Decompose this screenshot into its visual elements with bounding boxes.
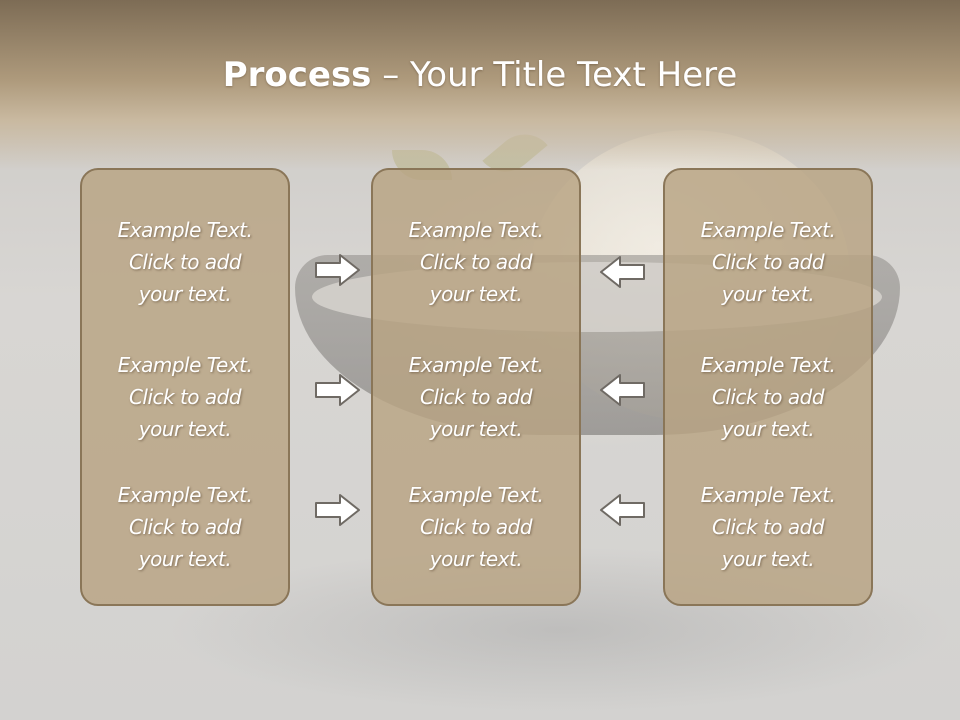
slide-title[interactable]: Process – Your Title Text Here — [0, 52, 960, 98]
text-line: Click to add — [419, 385, 533, 409]
text-line: your text. — [138, 417, 232, 441]
title-bold: Process — [222, 55, 372, 95]
process-panel-left[interactable]: Example Text. Click to add your text. Ex… — [80, 168, 290, 606]
text-line: Example Text. — [117, 483, 253, 507]
text-line: Click to add — [711, 250, 825, 274]
text-line: Click to add — [419, 515, 533, 539]
right-arrow-icon[interactable] — [314, 492, 362, 528]
text-line: Example Text. — [408, 353, 544, 377]
panel-text[interactable]: Example Text. Click to add your text. — [665, 349, 871, 445]
panel-text[interactable]: Example Text. Click to add your text. — [373, 349, 579, 445]
left-arrow-icon[interactable] — [598, 372, 646, 408]
panel-text[interactable]: Example Text. Click to add your text. — [82, 479, 288, 575]
right-arrow-icon[interactable] — [314, 372, 362, 408]
text-line: Click to add — [419, 250, 533, 274]
text-line: Example Text. — [408, 483, 544, 507]
text-line: your text. — [138, 547, 232, 571]
text-line: Click to add — [128, 250, 242, 274]
panel-text[interactable]: Example Text. Click to add your text. — [665, 214, 871, 310]
panel-text[interactable]: Example Text. Click to add your text. — [82, 214, 288, 310]
text-line: Click to add — [711, 515, 825, 539]
text-line: your text. — [721, 417, 815, 441]
left-arrow-icon[interactable] — [598, 254, 646, 290]
text-line: Click to add — [128, 385, 242, 409]
text-line: Example Text. — [700, 483, 836, 507]
text-line: Example Text. — [117, 353, 253, 377]
left-arrow-icon[interactable] — [598, 492, 646, 528]
text-line: Example Text. — [700, 353, 836, 377]
text-line: Click to add — [128, 515, 242, 539]
process-panel-center[interactable]: Example Text. Click to add your text. Ex… — [371, 168, 581, 606]
text-line: your text. — [429, 547, 523, 571]
text-line: your text. — [721, 547, 815, 571]
text-line: your text. — [138, 282, 232, 306]
text-line: Click to add — [711, 385, 825, 409]
text-line: your text. — [429, 417, 523, 441]
title-rest: – Your Title Text Here — [371, 55, 738, 95]
text-line: Example Text. — [117, 218, 253, 242]
text-line: Example Text. — [700, 218, 836, 242]
text-line: Example Text. — [408, 218, 544, 242]
right-arrow-icon[interactable] — [314, 252, 362, 288]
process-panel-right[interactable]: Example Text. Click to add your text. Ex… — [663, 168, 873, 606]
text-line: your text. — [721, 282, 815, 306]
panel-text[interactable]: Example Text. Click to add your text. — [82, 349, 288, 445]
panel-text[interactable]: Example Text. Click to add your text. — [373, 479, 579, 575]
panel-text[interactable]: Example Text. Click to add your text. — [373, 214, 579, 310]
header-band — [0, 0, 960, 170]
text-line: your text. — [429, 282, 523, 306]
panel-text[interactable]: Example Text. Click to add your text. — [665, 479, 871, 575]
